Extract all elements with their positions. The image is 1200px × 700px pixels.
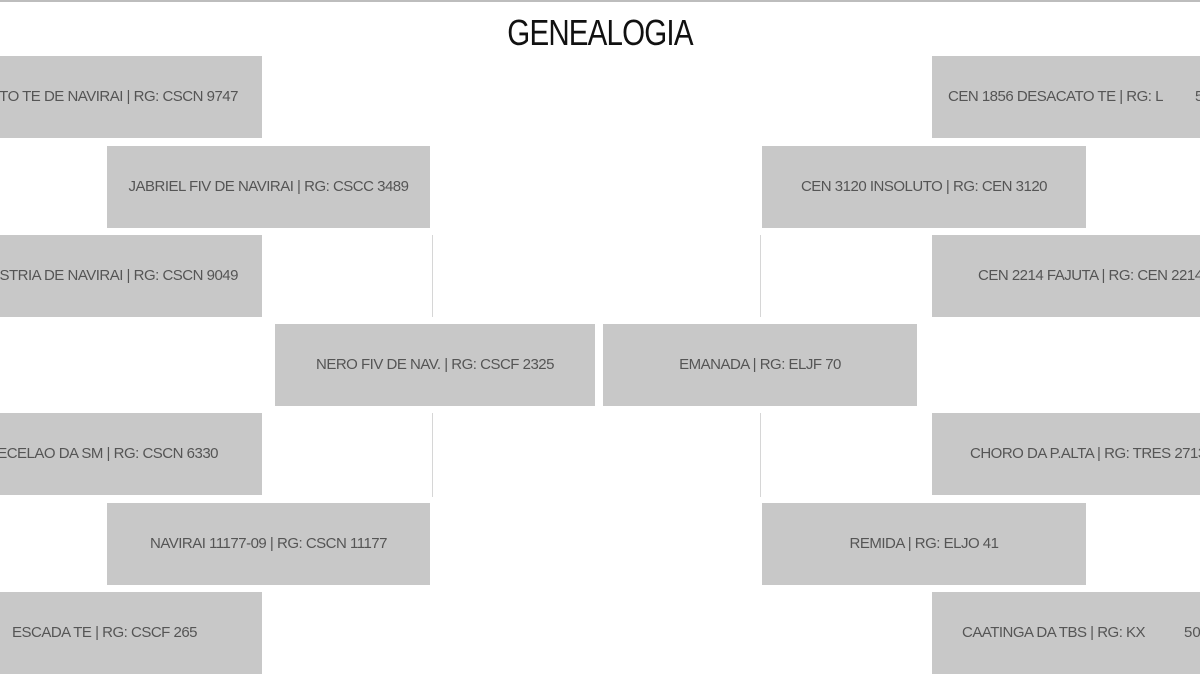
page-title: GENEALOGIA (507, 12, 693, 53)
pedigree-label: CAATINGA DA TBS | RG: KX (962, 624, 1146, 641)
pedigree-box-sire-granddam: ISTRIA DE NAVIRAI | RG: CSCN 9049 (0, 235, 262, 317)
pedigree-label: CEN 3120 INSOLUTO | RG: CEN 3120 (800, 178, 1048, 195)
connector-line (760, 413, 761, 497)
pedigree-box-dam-dam: REMIDA | RG: ELJO 41 (762, 503, 1086, 585)
pedigree-box-dam-grandsire: CECELAO DA SM | RG: CSCN 6330 (0, 413, 262, 495)
pedigree-label: NAVIRAI 11177-09 | RG: CSCN 11177 (150, 535, 387, 552)
connector-line (760, 235, 761, 317)
pedigree-label: OTO TE DE NAVIRAI | RG: CSCN 9747 (0, 88, 238, 105)
pedigree-box-dam-grandsire-top: CEN 1856 DESACATO TE | RG: L (932, 56, 1200, 138)
pedigree-box-sire-sire: JABRIEL FIV DE NAVIRAI | RG: CSCC 3489 (107, 146, 430, 228)
pedigree-box-dam: EMANADA | RG: ELJF 70 (603, 324, 917, 406)
connector-line (432, 235, 433, 317)
pedigree-label: CEN 1856 DESACATO TE | RG: L (948, 88, 1163, 105)
connector-line (432, 413, 433, 497)
pedigree-label: CEN 2214 FAJUTA | RG: CEN 2214 (978, 267, 1200, 284)
pedigree-box-sire-grandsire: OTO TE DE NAVIRAI | RG: CSCN 9747 (0, 56, 262, 138)
pedigree-label: NERO FIV DE NAV. | RG: CSCF 2325 (316, 356, 554, 373)
pedigree-box-sire: NERO FIV DE NAV. | RG: CSCF 2325 (275, 324, 595, 406)
pedigree-label: ISTRIA DE NAVIRAI | RG: CSCN 9049 (0, 267, 239, 284)
pedigree-label: REMIDA | RG: ELJO 41 (849, 535, 999, 552)
pedigree-label: JABRIEL FIV DE NAVIRAI | RG: CSCC 3489 (128, 178, 409, 195)
edge-text-fragment: 50 (1184, 624, 1200, 641)
pedigree-box-dam-grandsire-bottom: CHORO DA P.ALTA | RG: TRES 2713 (932, 413, 1200, 495)
pedigree-box-dam-sire: CEN 3120 INSOLUTO | RG: CEN 3120 (762, 146, 1086, 228)
pedigree-label: EMANADA | RG: ELJF 70 (679, 356, 841, 373)
pedigree-label: ESCADA TE | RG: CSCF 265 (12, 624, 198, 641)
pedigree-box-sire-dam: NAVIRAI 11177-09 | RG: CSCN 11177 (107, 503, 430, 585)
pedigree-box-dam-granddam-bottom: CAATINGA DA TBS | RG: KX (932, 592, 1200, 674)
pedigree-label: CHORO DA P.ALTA | RG: TRES 2713 (970, 445, 1200, 462)
pedigree-box-dam-granddam-top: CEN 2214 FAJUTA | RG: CEN 2214 (932, 235, 1200, 317)
top-divider (0, 0, 1200, 2)
pedigree-box-sire-dam-granddam: ESCADA TE | RG: CSCF 265 (0, 592, 262, 674)
pedigree-label: CECELAO DA SM | RG: CSCN 6330 (0, 445, 219, 462)
edge-text-fragment: 5 (1195, 88, 1200, 105)
